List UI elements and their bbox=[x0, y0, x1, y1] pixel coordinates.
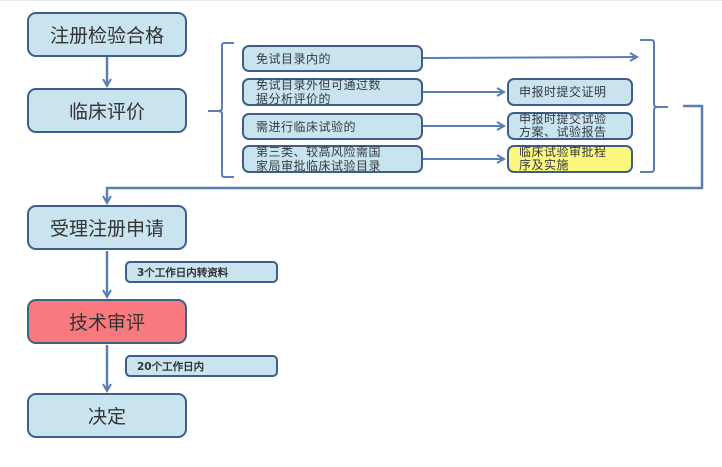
option-text: 需进行临床试验的 bbox=[256, 119, 357, 134]
edge-label-text: 3个工作日内转资料 bbox=[137, 266, 229, 279]
result-submit-proof: 申报时提交证明 bbox=[507, 78, 633, 106]
right-brace bbox=[640, 39, 659, 173]
step-clinical-evaluation: 临床评价 bbox=[27, 88, 187, 133]
step-label: 注册检验合格 bbox=[49, 25, 164, 47]
option-clinical-trial: 需进行临床试验的 bbox=[242, 113, 423, 140]
edge-label-3-days: 3个工作日内转资料 bbox=[125, 261, 278, 283]
option-exempt-list: 免试目录内的 bbox=[242, 45, 423, 72]
result-text: 序及实施 bbox=[519, 158, 570, 172]
option-text: 家局审批临床试验目录 bbox=[256, 159, 382, 173]
connector-to-step3 bbox=[107, 104, 704, 203]
step-label: 决定 bbox=[87, 406, 126, 428]
option-text: 第三类、较高风险需国 bbox=[256, 145, 382, 159]
step-registration-inspection: 注册检验合格 bbox=[27, 12, 187, 57]
option-text: 据分析评价的 bbox=[256, 92, 332, 106]
step-label: 临床评价 bbox=[68, 101, 145, 123]
arrow-option1 bbox=[422, 57, 637, 58]
option-text: 免试目录内的 bbox=[256, 51, 332, 66]
result-submit-trial-docs: 申报时提交试验 方案、试验报告 bbox=[507, 112, 633, 140]
step-decision: 决定 bbox=[27, 393, 187, 438]
step-label: 受理注册申请 bbox=[49, 218, 164, 240]
option-data-analysis: 免试目录外但可通过数 据分析评价的 bbox=[242, 78, 423, 106]
result-text: 方案、试验报告 bbox=[519, 125, 607, 139]
option-text: 免试目录外但可通过数 bbox=[256, 78, 382, 92]
step-technical-review: 技术审评 bbox=[27, 299, 187, 344]
option-class3-high-risk: 第三类、较高风险需国 家局审批临床试验目录 bbox=[242, 145, 423, 173]
step-label: 技术审评 bbox=[68, 312, 145, 334]
result-text: 申报时提交试验 bbox=[519, 112, 607, 126]
result-text: 申报时提交证明 bbox=[519, 84, 607, 99]
edge-label-text: 20个工作日内 bbox=[137, 360, 205, 373]
result-text: 临床试验审批程 bbox=[519, 145, 607, 159]
left-brace bbox=[217, 42, 234, 178]
top-border bbox=[0, 0, 722, 1]
edge-label-20-days: 20个工作日内 bbox=[125, 355, 278, 377]
step-accept-application: 受理注册申请 bbox=[27, 205, 187, 250]
result-trial-approval: 临床试验审批程 序及实施 bbox=[507, 145, 633, 173]
